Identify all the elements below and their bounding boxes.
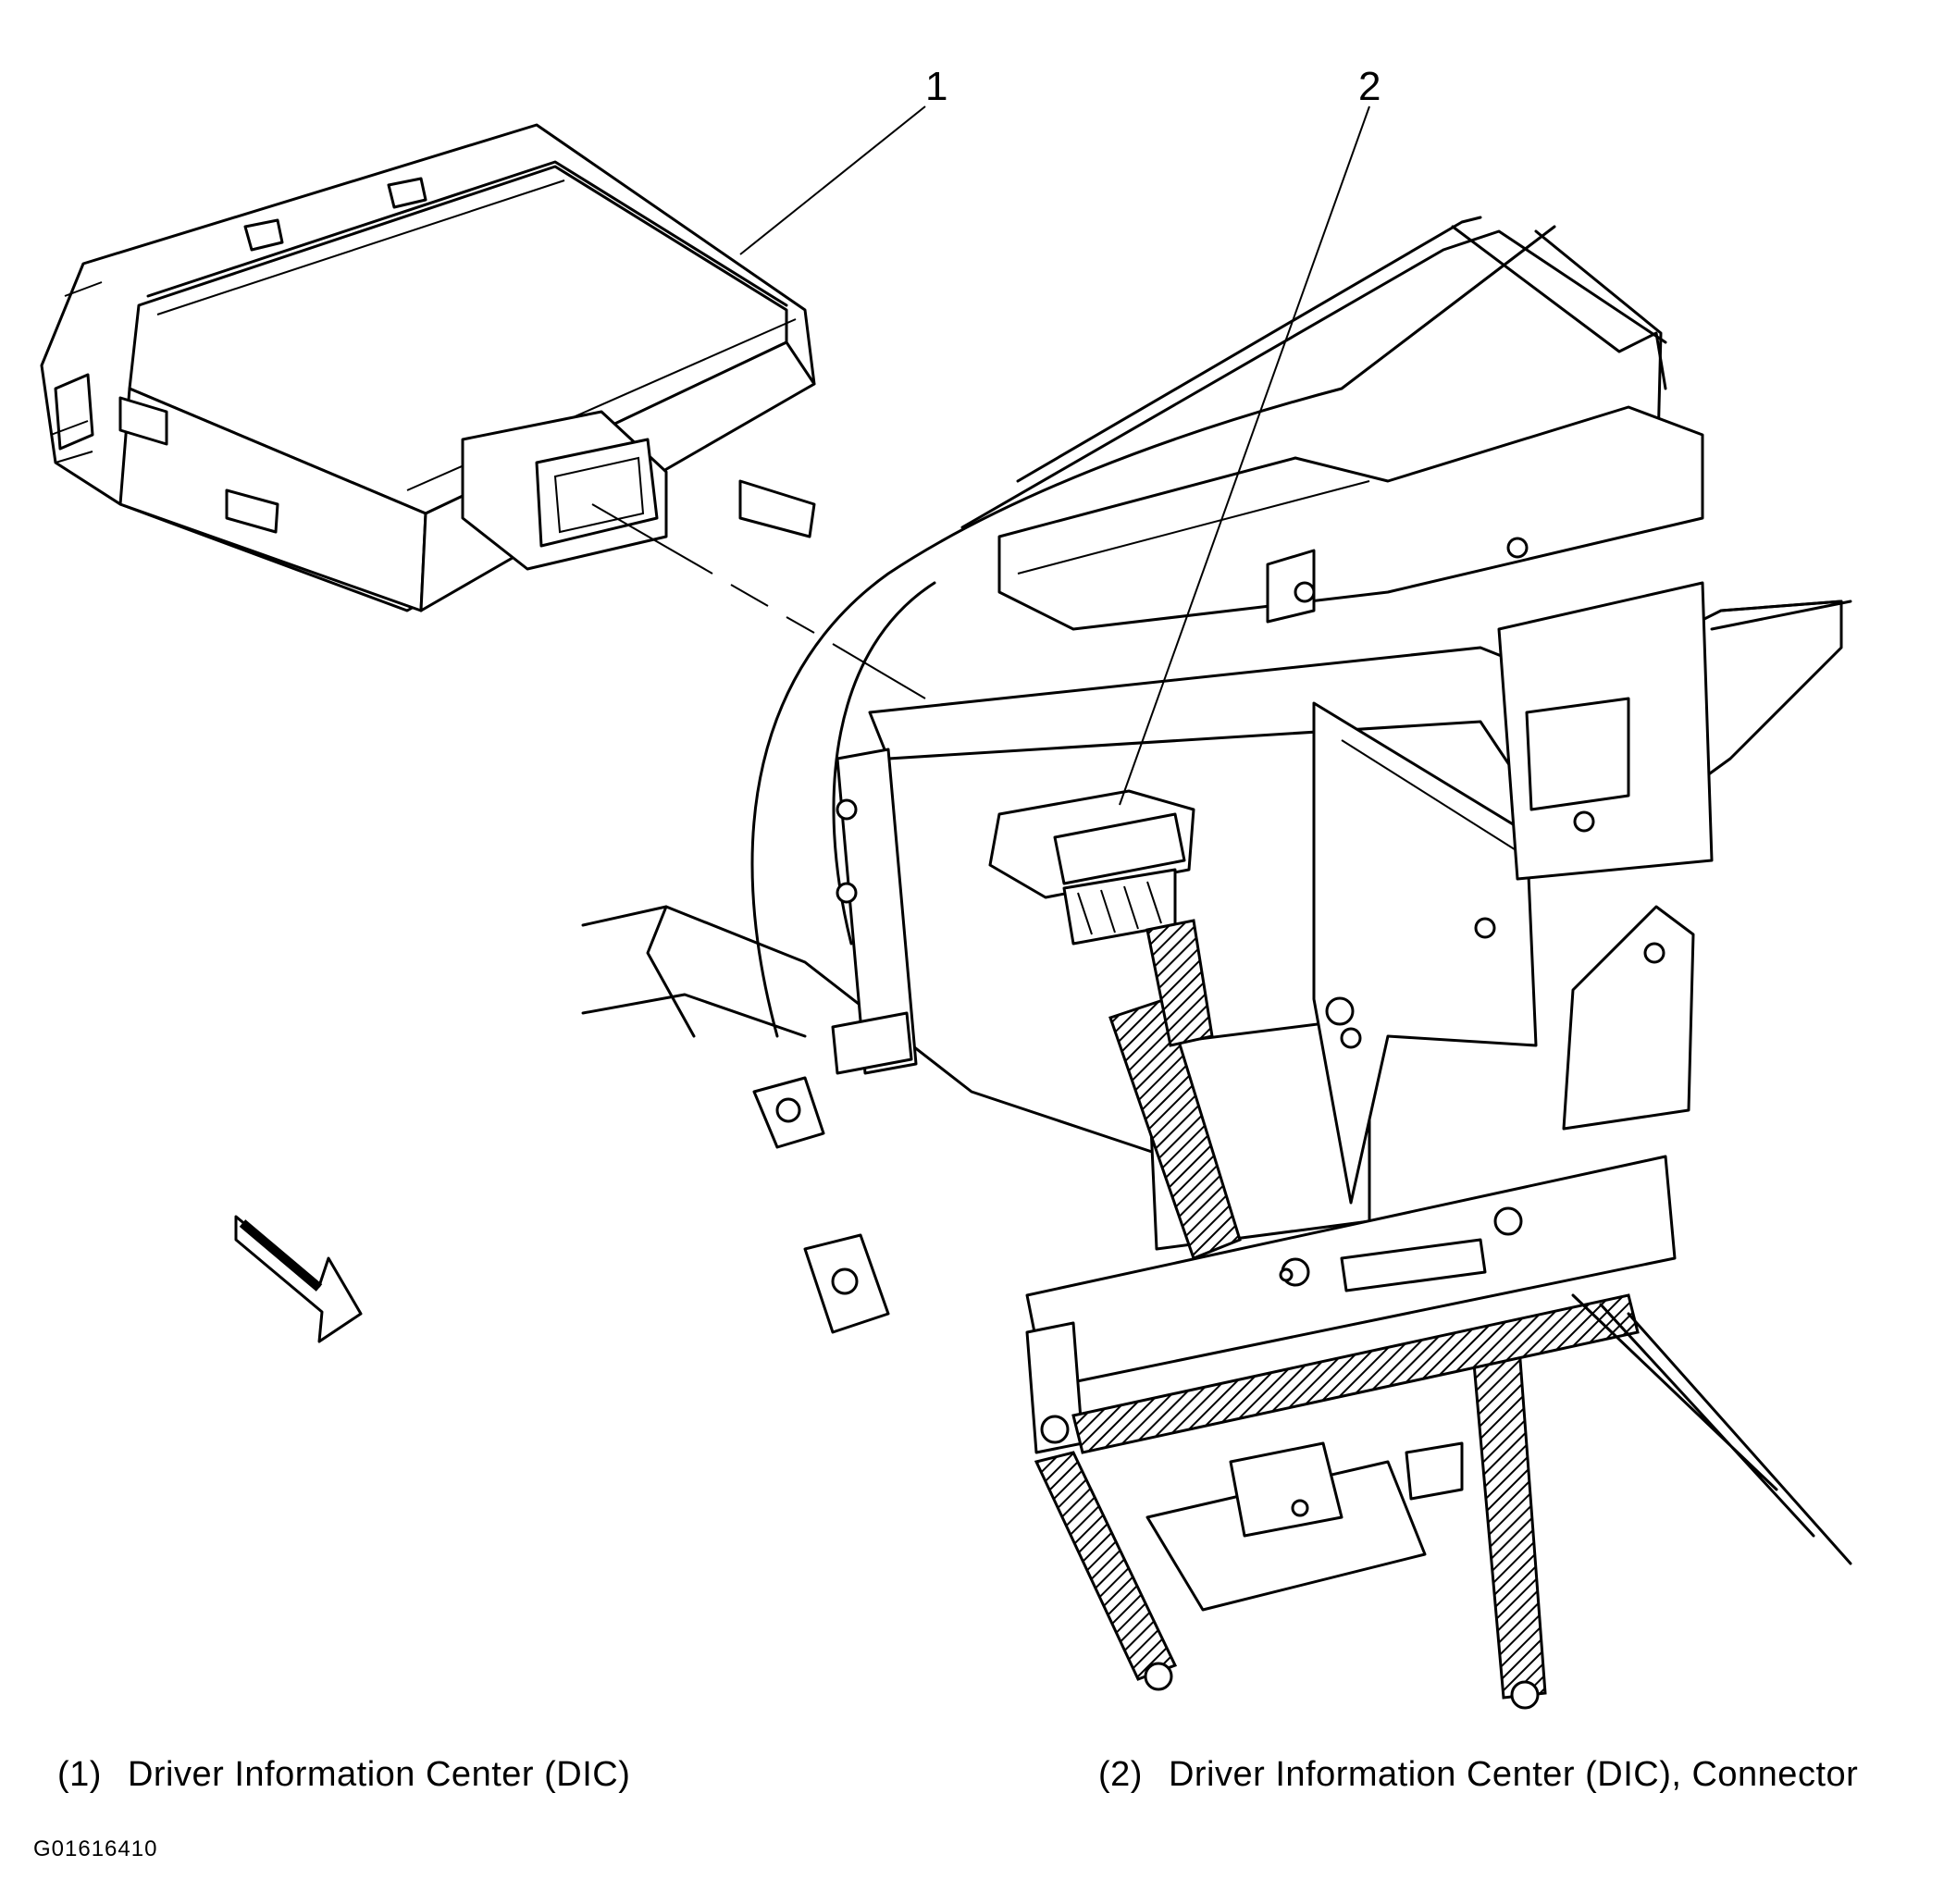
- legend-label: Driver Information Center (DIC): [127, 1755, 631, 1794]
- callout-2-number: 2: [1358, 64, 1381, 109]
- legend-number: (1): [57, 1755, 102, 1794]
- callout-1-leader: [739, 105, 926, 255]
- alignment-line: [591, 503, 926, 699]
- legend-number: (2): [1098, 1755, 1143, 1794]
- dic-removal-diagram: 1 2: [40, 64, 1852, 1710]
- callout-2-leader: [1119, 105, 1370, 806]
- legend-item-2: (2) Driver Information Center (DIC), Conn…: [1098, 1755, 1858, 1795]
- wiring-harness: [1034, 997, 1640, 1710]
- direction-arrow-icon: [234, 1215, 363, 1343]
- legend-label: Driver Information Center (DIC), Connect…: [1168, 1755, 1859, 1794]
- dic-module: [40, 123, 816, 612]
- legend-item-1: (1) Driver Information Center (DIC): [57, 1755, 630, 1795]
- callout-1-number: 1: [925, 64, 947, 109]
- figure-id: G01616410: [33, 1836, 158, 1861]
- lower-bracket: [1145, 1441, 1464, 1612]
- dash-side-lines: [1571, 1293, 1852, 1565]
- dic-connector: [988, 789, 1214, 1047]
